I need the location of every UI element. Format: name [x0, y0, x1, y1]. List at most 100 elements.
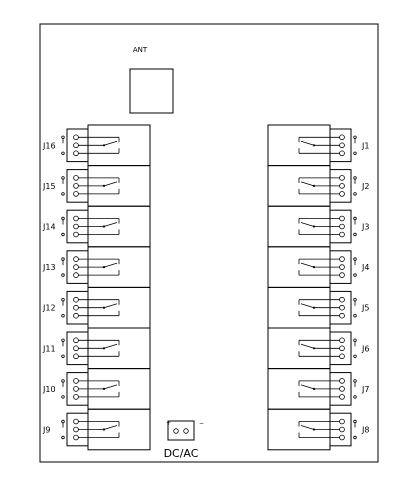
contact-pivot — [102, 387, 106, 390]
indicator-dot — [353, 419, 357, 424]
terminal-screw — [73, 345, 79, 352]
relay-unit-j15: J15 — [42, 165, 151, 207]
relay-contact-arm — [103, 384, 118, 390]
relay-contact-arm — [103, 181, 118, 187]
indicator-dot — [61, 216, 65, 221]
indicator-dot — [353, 298, 357, 302]
terminal-screw — [339, 337, 345, 344]
contact-pivot — [312, 387, 316, 390]
contact-pivot — [102, 225, 106, 228]
contact-pivot — [312, 184, 316, 187]
indicator-dot — [61, 314, 65, 318]
terminal-screw — [339, 191, 345, 197]
power-label: DC/AC — [164, 447, 199, 460]
terminal-screw — [339, 150, 345, 157]
contact-pivot — [312, 428, 316, 431]
terminal-screw — [339, 183, 345, 189]
contact-pivot — [312, 144, 316, 147]
terminal-screw — [339, 231, 345, 238]
indicator-dot — [61, 435, 65, 440]
indicator-dot — [353, 354, 357, 358]
relay-unit-j3: J3 — [267, 205, 369, 248]
terminal-screw — [73, 434, 79, 441]
terminal-screw — [339, 394, 345, 400]
terminal-screw — [339, 175, 345, 181]
indicator-dot — [353, 395, 357, 399]
terminal-screw — [339, 134, 345, 141]
relay-unit-j2: J2 — [267, 165, 369, 207]
indicator-dot — [353, 435, 357, 440]
relay-contact-arm — [300, 384, 315, 390]
contact-pivot — [312, 266, 316, 269]
terminal-screw — [73, 175, 79, 181]
antenna-module — [129, 68, 174, 114]
relay-contact-arm — [300, 262, 315, 268]
relay-unit-j4: J4 — [267, 246, 369, 288]
terminal-screw — [73, 215, 79, 222]
indicator-dot — [61, 135, 65, 139]
relay-contact-arm — [300, 181, 315, 187]
terminal-screw — [339, 378, 345, 384]
terminal-screw — [339, 345, 345, 352]
contact-pivot — [102, 347, 106, 350]
terminal-screw — [339, 272, 345, 278]
relay-unit-j1: J1 — [267, 124, 369, 167]
contact-pivot — [102, 144, 106, 147]
indicator-dot — [61, 176, 65, 180]
contact-pivot — [102, 306, 106, 309]
relay-unit-j6: J6 — [267, 327, 369, 370]
indicator-dot — [353, 379, 357, 383]
terminal-screw — [73, 337, 79, 344]
relay-unit-j9: J9 — [42, 408, 151, 451]
connector-label-j8: J8 — [361, 426, 369, 435]
relay-unit-j16: J16 — [42, 124, 151, 167]
indicator-dot — [61, 395, 65, 399]
terminal-screw — [73, 296, 79, 303]
indicator-dot — [353, 192, 357, 196]
relay-contact-arm — [300, 140, 315, 146]
connector-label-j14: J14 — [42, 223, 56, 232]
power-connector: + − DC/AC — [164, 420, 204, 460]
terminal-screw — [73, 264, 79, 270]
contact-pivot — [312, 306, 316, 309]
indicator-dot — [353, 216, 357, 221]
connector-label-j16: J16 — [42, 141, 56, 150]
contact-pivot — [102, 428, 106, 431]
indicator-dot — [61, 419, 65, 424]
indicator-dot — [61, 232, 65, 237]
indicator-dot — [61, 379, 65, 383]
terminal-screw — [339, 386, 345, 392]
terminal-screw — [73, 386, 79, 392]
relay-unit-j11: J11 — [42, 327, 151, 370]
power-terminal-block — [167, 420, 195, 441]
relay-contact-arm — [300, 303, 315, 309]
terminal-screw — [339, 353, 345, 360]
relay-unit-j12: J12 — [42, 286, 151, 329]
indicator-dot — [61, 338, 65, 342]
board-outline — [39, 23, 379, 463]
relay-unit-j13: J13 — [42, 246, 151, 288]
relay-unit-j14: J14 — [42, 205, 151, 248]
terminal-screw — [73, 191, 79, 197]
terminal-screw — [339, 215, 345, 222]
terminal-screw — [73, 304, 79, 311]
relay-contact-arm — [103, 262, 118, 268]
connector-label-j5: J5 — [361, 304, 369, 313]
power-pin-plus — [173, 428, 179, 434]
relay-contact-arm — [300, 343, 315, 349]
indicator-dot — [61, 151, 65, 155]
indicator-dot — [61, 298, 65, 302]
terminal-screw — [73, 418, 79, 425]
indicator-dot — [61, 273, 65, 277]
terminal-screw — [339, 142, 345, 149]
terminal-screw — [339, 304, 345, 311]
indicator-dot — [353, 135, 357, 139]
terminal-screw — [73, 223, 79, 230]
relay-unit-j10: J10 — [42, 368, 151, 410]
contact-pivot — [312, 347, 316, 350]
indicator-dot — [353, 151, 357, 155]
connector-label-j2: J2 — [361, 182, 369, 191]
connector-label-j13: J13 — [42, 263, 56, 272]
